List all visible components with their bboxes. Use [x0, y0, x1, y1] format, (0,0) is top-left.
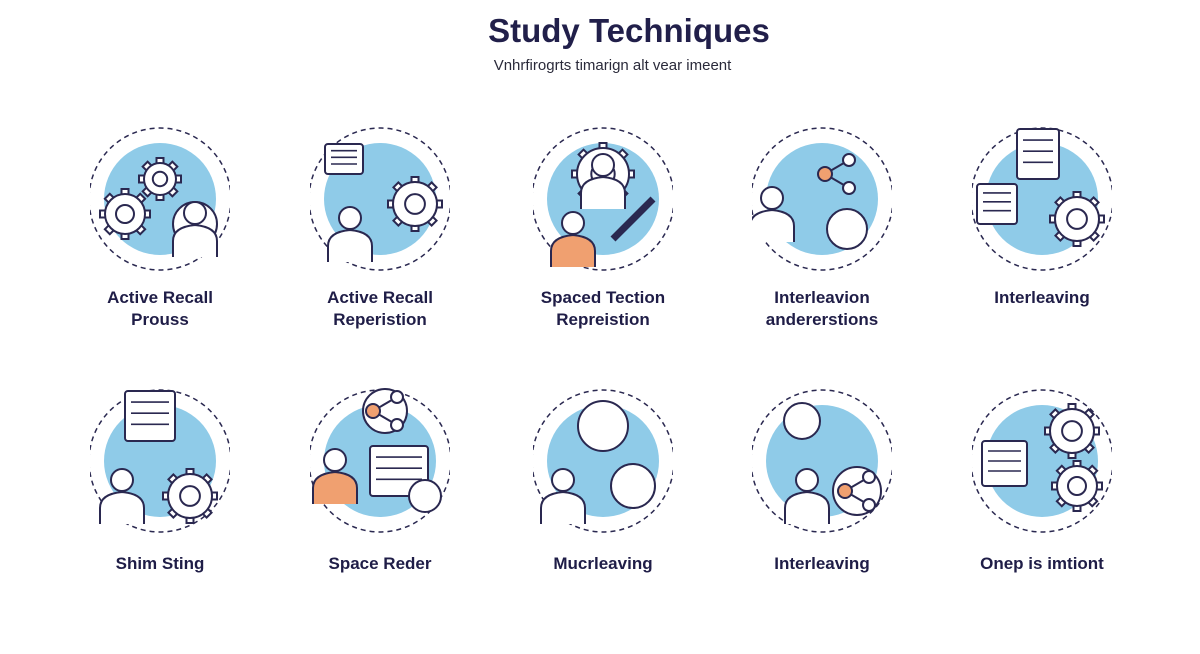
- person-network-chart-icon: [752, 389, 892, 533]
- technique-label: Mucrleaving: [503, 553, 703, 575]
- document-gear-icon: [972, 127, 1112, 271]
- person-book-clock-icon: [310, 388, 450, 533]
- technique-label-line: Reperistion: [333, 310, 427, 329]
- page-title: Study Techniques: [488, 12, 770, 49]
- document-gears-icon: [972, 389, 1112, 533]
- technique-label-line: Prouss: [131, 310, 189, 329]
- technique-label-line: Interleaving: [994, 288, 1090, 307]
- technique-label: Interleaving: [942, 287, 1142, 309]
- gears-lightbulb-person-icon: [90, 127, 230, 271]
- technique-label: Space Reder: [280, 553, 480, 575]
- technique-label-line: Mucrleaving: [553, 554, 653, 573]
- technique-label-line: Spaced Tection: [540, 288, 666, 307]
- person-chat-gear-icon: [310, 127, 450, 271]
- people-brain-icon: [533, 389, 673, 533]
- person-document-gear-icon: [90, 389, 230, 533]
- technique-label-line: Onep is imtiont: [980, 554, 1104, 573]
- technique-label-line: Shim Sting: [115, 554, 205, 573]
- person-network-icon: [752, 127, 892, 271]
- technique-label-line: Active Recall: [327, 288, 433, 307]
- technique-label-line: Interleaving: [774, 554, 870, 573]
- gear-person-pencil-icon: [533, 127, 673, 271]
- technique-label-line: Space Reder: [328, 554, 432, 573]
- technique-label-line: andererstions: [765, 310, 879, 329]
- technique-label: Onep is imtiont: [942, 553, 1142, 575]
- technique-label: Interleaving: [722, 553, 922, 575]
- technique-label-line: Interleavion: [774, 288, 870, 307]
- technique-label-line: Active Recall: [107, 288, 213, 307]
- technique-label-line: Repreistion: [556, 310, 650, 329]
- technique-label: Interleavion andererstions: [722, 287, 922, 331]
- page-subtitle: Vnhrfirogrts timarign alt vear imeent: [493, 57, 732, 74]
- technique-label: Shim Sting: [60, 553, 260, 575]
